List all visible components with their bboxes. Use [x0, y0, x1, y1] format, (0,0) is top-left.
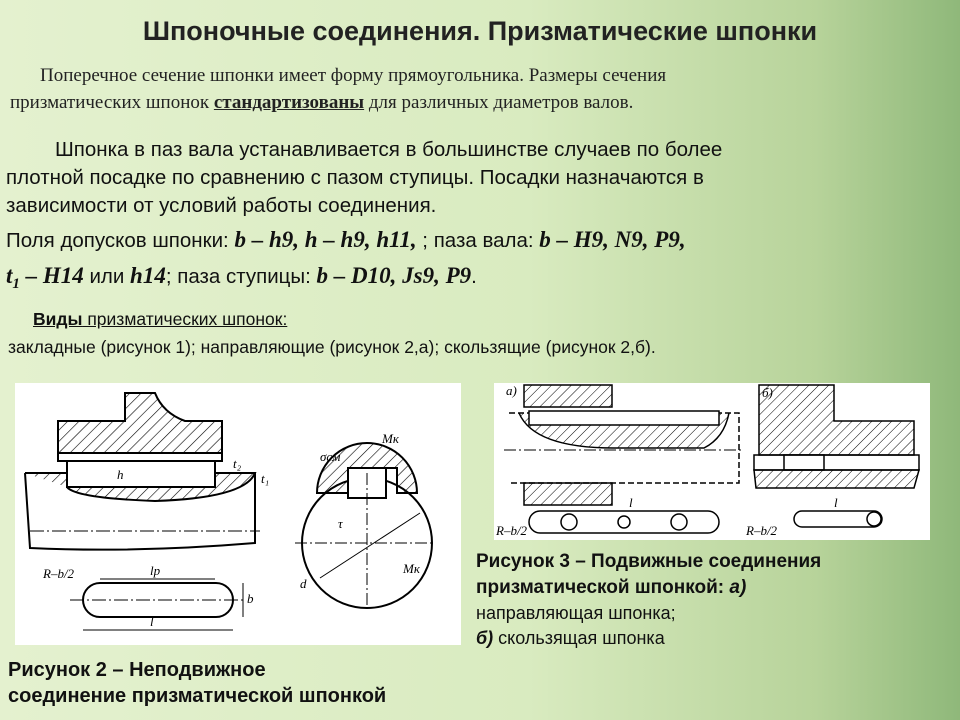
- label-t1: t₁: [261, 471, 269, 486]
- label-l: l: [150, 614, 154, 629]
- para2-line2: плотной посадке по сравнению с пазом сту…: [6, 166, 704, 189]
- para1-line2: призматических шпонок стандартизованы дл…: [10, 89, 633, 116]
- label-R: R–b/2: [42, 566, 75, 581]
- text: б): [476, 628, 494, 648]
- caption-line: призматической шпонкой: а): [476, 575, 821, 601]
- label-tau: τ: [338, 516, 344, 531]
- emphasis: стандартизованы: [213, 92, 365, 113]
- label-Mk-top: Mк: [381, 431, 400, 446]
- label-lp: lp: [150, 563, 161, 578]
- text: призматических шпонок:: [82, 309, 288, 329]
- emphasis: Виды: [33, 309, 83, 329]
- label-Mk: Mк: [402, 561, 421, 576]
- formula: b – h9, h – h9, h11,: [234, 227, 417, 252]
- label-l-b: l: [834, 495, 838, 510]
- label-t2: t₂: [233, 456, 242, 471]
- label-h: h: [117, 467, 124, 482]
- caption-line: б) скользящая шпонка: [476, 626, 821, 651]
- tolerance-line2: t1 – H14 или h14; паза ступицы: b – D10,…: [6, 262, 477, 298]
- para2-line3: зависимости от условий работы соединения…: [6, 194, 437, 217]
- label-R-b: R–b/2: [745, 523, 778, 538]
- para2-line1: Шпонка в паз вала устанавливается в боль…: [55, 138, 723, 161]
- types-line: закладные (рисунок 1); направляющие (рис…: [8, 337, 656, 357]
- text: призматических шпонок: [10, 92, 214, 113]
- formula: t: [6, 263, 13, 288]
- figure-3-drawing: а) б) l l R–b/2 R–b/2: [494, 383, 930, 540]
- formula: b – H9, N9, P9,: [539, 227, 686, 252]
- subscript: 1: [12, 276, 20, 293]
- text: или: [83, 265, 131, 288]
- text: .: [471, 265, 477, 288]
- caption-line: направляющая шпонка;: [476, 603, 676, 623]
- caption-line: соединение призматической шпонкой: [8, 685, 387, 707]
- text: для различных диаметров валов.: [364, 92, 634, 113]
- text: призматической шпонкой:: [476, 577, 730, 598]
- label-d: d: [300, 576, 307, 591]
- text: ; паза ступицы:: [165, 265, 317, 288]
- label-b: b: [247, 591, 254, 606]
- label-b: б): [762, 385, 773, 400]
- label-sigma: σсм: [320, 449, 340, 464]
- figure-2-caption: Рисунок 2 – Неподвижное соединение призм…: [8, 657, 386, 709]
- label-l-a: l: [629, 495, 633, 510]
- figure-2-drawing: h t₂ t₁ lp R–b/2 b l Mк Mк σсм τ d: [15, 383, 461, 645]
- formula: – H14: [19, 263, 84, 288]
- caption-line: Рисунок 2 – Неподвижное: [8, 659, 266, 681]
- tolerance-line1: Поля допусков шпонки: b – h9, h – h9, h1…: [6, 226, 686, 255]
- label-a: а): [506, 383, 517, 398]
- formula: b – D10, Js9, P9: [316, 263, 472, 288]
- text: а): [729, 577, 747, 598]
- slide-title: Шпоночные соединения. Призматические шпо…: [142, 16, 818, 46]
- text: скользящая шпонка: [493, 628, 665, 648]
- para1-line1: Поперечное сечение шпонки имеет форму пр…: [40, 65, 667, 86]
- text: ; паза вала:: [416, 229, 540, 252]
- types-heading: Виды призматических шпонок:: [33, 309, 287, 330]
- label-R-a: R–b/2: [495, 523, 528, 538]
- figure-3-caption: Рисунок 3 – Подвижные соединения призмат…: [476, 549, 821, 651]
- caption-line: Рисунок 3 – Подвижные соединения: [476, 551, 822, 572]
- formula: h14: [130, 263, 166, 288]
- text: Поля допусков шпонки:: [6, 229, 235, 252]
